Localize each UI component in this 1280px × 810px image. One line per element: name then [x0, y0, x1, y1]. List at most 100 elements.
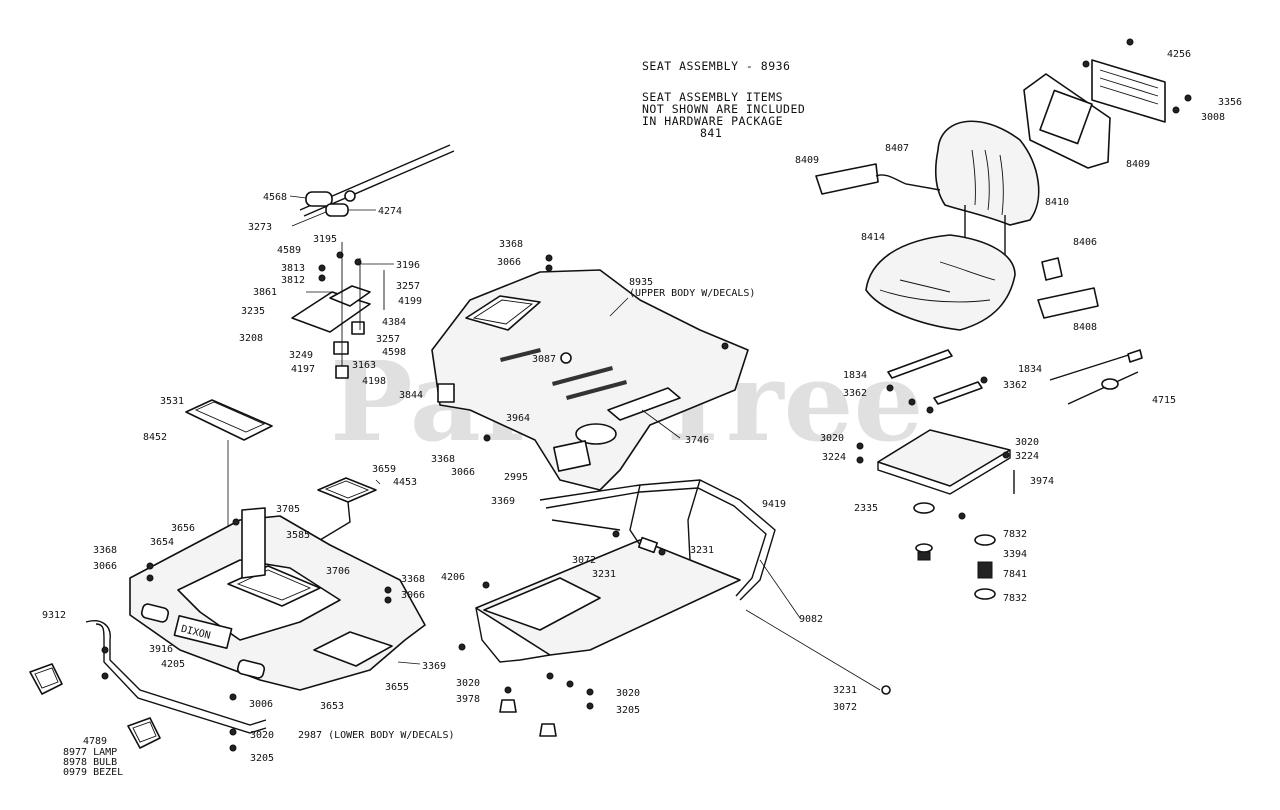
label-8935-description: (UPPER BODY W/DECALS)	[629, 288, 755, 299]
label-3655: 3655	[385, 682, 409, 693]
label-3066-mid: 3066	[451, 467, 475, 478]
label-3020-seat-right: 3020	[1015, 437, 1039, 448]
label-3656: 3656	[171, 523, 195, 534]
label-9419: 9419	[762, 499, 786, 510]
label-3368-mid: 3368	[431, 454, 455, 465]
label-3916: 3916	[149, 644, 173, 655]
label-3362-left: 3362	[843, 388, 867, 399]
throttle-cable-group	[289, 144, 455, 227]
label-3705: 3705	[276, 504, 300, 515]
label-8408: 8408	[1073, 322, 1097, 333]
label-8409-armrest: 8409	[795, 155, 819, 166]
label-3208: 3208	[239, 333, 263, 344]
label-9082: 9082	[799, 614, 823, 625]
label-3362-right: 3362	[1003, 380, 1027, 391]
label-3066-rear: 3066	[401, 590, 425, 601]
label-2987: 2987 (LOWER BODY W/DECALS)	[298, 730, 455, 741]
label-3369-frame: 3369	[491, 496, 515, 507]
pedal-bracket-group	[291, 242, 394, 379]
label-8414: 8414	[861, 232, 885, 243]
label-3066-front: 3066	[93, 561, 117, 572]
label-4568: 4568	[263, 192, 287, 203]
label-3974: 3974	[1030, 476, 1054, 487]
label-8452: 8452	[143, 432, 167, 443]
label-3844: 3844	[399, 390, 423, 401]
front-bumper-and-lamps	[29, 620, 267, 752]
label-3394: 3394	[1003, 549, 1027, 560]
label-3087: 3087	[532, 354, 556, 365]
label-7832-top: 7832	[1003, 529, 1027, 540]
label-3020-seat-left: 3020	[820, 433, 844, 444]
label-3249: 3249	[289, 350, 313, 361]
label-4453: 4453	[393, 477, 417, 488]
lower-body: DIXON	[129, 507, 426, 691]
label-3746: 3746	[685, 435, 709, 446]
label-3231-cable: 3231	[833, 685, 857, 696]
label-3195: 3195	[313, 234, 337, 245]
label-3653: 3653	[320, 701, 344, 712]
label-4274: 4274	[378, 206, 402, 217]
seat-assembly-title: SEAT ASSEMBLY - 8936	[642, 59, 790, 73]
label-3531: 3531	[160, 396, 184, 407]
label-3706: 3706	[326, 566, 350, 577]
label-3368-front: 3368	[93, 545, 117, 556]
label-3861: 3861	[253, 287, 277, 298]
label-8409-backplate: 8409	[1126, 159, 1150, 170]
label-3257-bottom: 3257	[376, 334, 400, 345]
seat-assembly	[815, 38, 1192, 600]
label-3231-frame-right: 3231	[690, 545, 714, 556]
label-3964: 3964	[506, 413, 530, 424]
label-3257-top: 3257	[396, 281, 420, 292]
note-line-4: 841	[700, 126, 722, 140]
label-3205-lower: 3205	[250, 753, 274, 764]
label-2335: 2335	[854, 503, 878, 514]
label-0979: 0979 BEZEL	[63, 767, 123, 778]
label-3368-upper: 3368	[499, 239, 523, 250]
label-7841: 7841	[1003, 569, 1027, 580]
label-3654: 3654	[150, 537, 174, 548]
label-4598: 4598	[382, 347, 406, 358]
label-7832-bottom: 7832	[1003, 593, 1027, 604]
label-3020-frame: 3020	[616, 688, 640, 699]
label-3072-cable: 3072	[833, 702, 857, 713]
label-4589: 4589	[277, 245, 301, 256]
frame-chassis	[458, 479, 891, 737]
label-4789: 4789	[83, 736, 107, 747]
label-3072-frame: 3072	[572, 555, 596, 566]
label-4384: 4384	[382, 317, 406, 328]
pedal-pad	[317, 477, 381, 541]
label-3978: 3978	[456, 694, 480, 705]
label-3163: 3163	[352, 360, 376, 371]
label-3235: 3235	[241, 306, 265, 317]
label-3812: 3812	[281, 275, 305, 286]
label-3369-lower: 3369	[422, 661, 446, 672]
label-9312: 9312	[42, 610, 66, 621]
label-3205-frame: 3205	[616, 705, 640, 716]
label-3813: 3813	[281, 263, 305, 274]
label-4206: 4206	[441, 572, 465, 583]
label-3356: 3356	[1218, 97, 1242, 108]
label-8407: 8407	[885, 143, 909, 154]
label-3020-frame-left: 3020	[456, 678, 480, 689]
label-3368-rear: 3368	[401, 574, 425, 585]
label-3585: 3585	[286, 530, 310, 541]
label-3196: 3196	[396, 260, 420, 271]
label-8410: 8410	[1045, 197, 1069, 208]
note-line-1: SEAT ASSEMBLY ITEMS	[642, 90, 783, 104]
label-3659: 3659	[372, 464, 396, 475]
upper-body	[431, 254, 749, 491]
label-8935: 8935	[629, 277, 653, 288]
label-8406: 8406	[1073, 237, 1097, 248]
note-line-2: NOT SHOWN ARE INCLUDED	[642, 102, 805, 116]
note-line-3: IN HARDWARE PACKAGE	[642, 114, 783, 128]
label-1834-left: 1834	[843, 370, 867, 381]
label-3066-upper: 3066	[497, 257, 521, 268]
label-4715: 4715	[1152, 395, 1176, 406]
label-1834-right: 1834	[1018, 364, 1042, 375]
label-3273: 3273	[248, 222, 272, 233]
label-8977: 8977 LAMP	[63, 747, 117, 758]
label-4198: 4198	[362, 376, 386, 387]
label-8978: 8978 BULB	[63, 757, 117, 768]
label-3224-right: 3224	[1015, 451, 1039, 462]
